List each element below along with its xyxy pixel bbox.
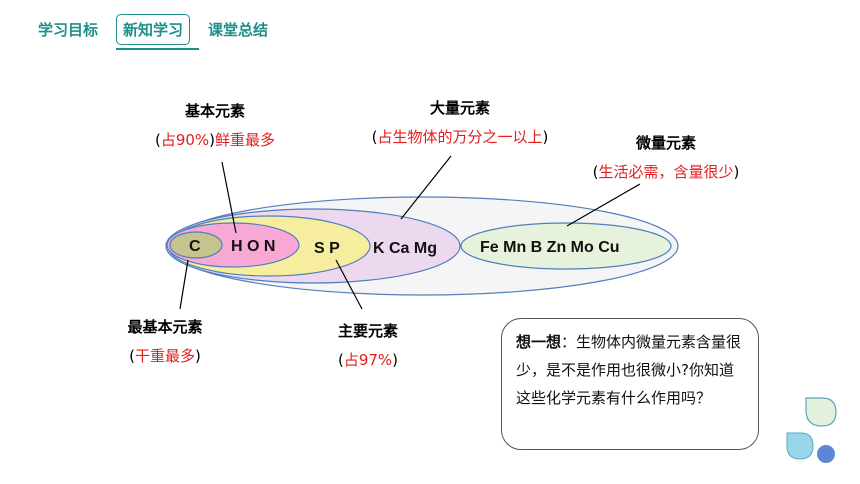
macro-elements-label: 大量元素 (占生物体的万分之一以上) (340, 97, 580, 147)
paren-open: ( (592, 163, 599, 181)
kcamg-label: K Ca Mg (373, 240, 437, 257)
basic-elements-note: (占90%)鲜重最多 (140, 129, 290, 150)
macro-elements-title: 大量元素 (429, 99, 490, 117)
c-label: C (189, 238, 201, 255)
leaf-shape-left (786, 432, 814, 460)
trace-elements-desc: 生活必需，含量很少 (598, 163, 734, 181)
basic-elements-fresh-weight: 鲜重最多 (215, 131, 276, 149)
most-basic-element-label: 最基本元素 (干重最多) (100, 316, 230, 366)
trace-ellipse (460, 222, 672, 270)
think-box: 想一想：生物体内微量元素含量很少，是不是作用也很微小?你知道这些化学元素有什么作… (501, 318, 759, 450)
paren-open: ( (371, 128, 378, 146)
macro-elements-note: (占生物体的万分之一以上) (340, 126, 580, 147)
think-question: ：生物体内微量元素含量很少，是不是作用也很微小?你知道这些化学元素有什么作用吗？ (516, 333, 742, 407)
paren-open: ( (337, 351, 344, 369)
basic-elements-percent: 占90% (160, 131, 210, 149)
basic-elements-title: 基本元素 (184, 102, 245, 120)
trace-label: Fe Mn B Zn Mo Cu (480, 239, 620, 256)
pointer-trace (566, 183, 641, 227)
tab-class-summary[interactable]: 课堂总结 (208, 21, 269, 39)
think-heading: 想一想 (516, 333, 562, 351)
tab-new-knowledge[interactable]: 新知学习 (116, 14, 200, 50)
most-basic-desc: 干重最多 (134, 347, 195, 365)
nav-bar: 学习目标 新知学习 课堂总结 (34, 14, 272, 50)
main-elements-percent: 占97% (343, 351, 393, 369)
paren-close: ) (733, 163, 740, 181)
paren-close: ) (195, 347, 201, 365)
leaf-shape-top (805, 397, 837, 427)
main-elements-note: (占97%) (308, 349, 428, 370)
hon-label: H O N (231, 238, 275, 255)
macro-elements-desc: 占生物体的万分之一以上 (377, 128, 543, 146)
c-ellipse (169, 231, 223, 259)
paren-close: ) (209, 131, 216, 149)
pointer-macro (400, 155, 452, 220)
pointer-main (335, 259, 363, 310)
main-elements-label: 主要元素 (占97%) (308, 320, 428, 370)
pointer-most-basic (179, 259, 189, 310)
main-elements-title: 主要元素 (337, 322, 398, 340)
paren-close: ) (542, 128, 549, 146)
most-basic-note: (干重最多) (100, 345, 230, 366)
dot-shape (817, 445, 835, 463)
tab-learning-goals[interactable]: 学习目标 (38, 21, 99, 39)
most-basic-title: 最基本元素 (127, 318, 203, 336)
paren-open: ( (129, 347, 135, 365)
trace-elements-label: 微量元素 (生活必需，含量很少) (566, 132, 766, 182)
basic-elements-label: 基本元素 (占90%)鲜重最多 (140, 100, 290, 150)
pointer-basic (221, 161, 237, 234)
paren-close: ) (392, 351, 399, 369)
paren-open: ( (154, 131, 161, 149)
trace-elements-title: 微量元素 (635, 134, 696, 152)
sp-label: S P (314, 240, 340, 257)
trace-elements-note: (生活必需，含量很少) (566, 161, 766, 182)
